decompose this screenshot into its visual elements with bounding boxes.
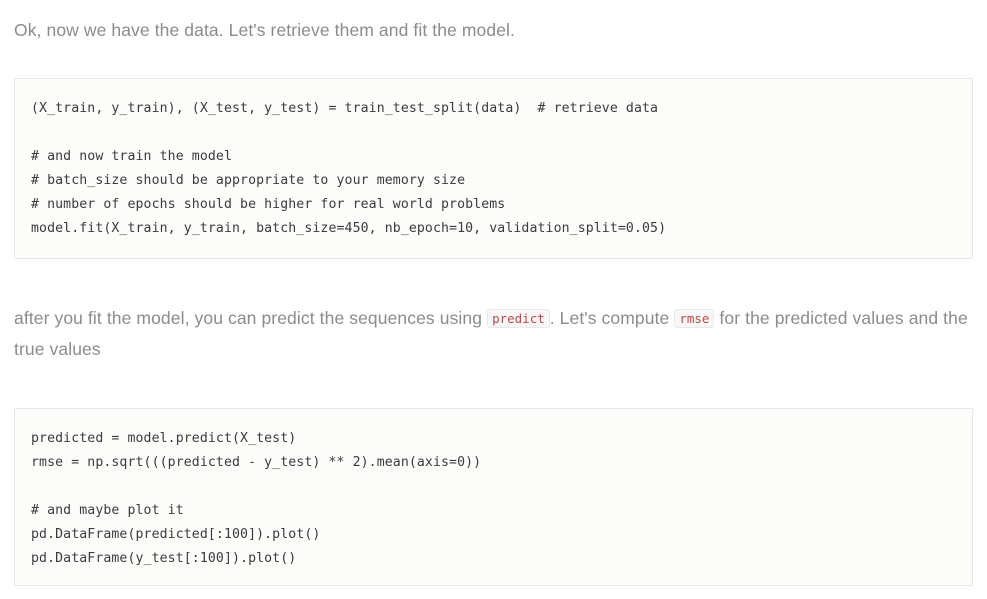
code-block-predict: predicted = model.predict(X_test)rmse = …: [14, 408, 973, 586]
code-line: (X_train, y_train), (X_test, y_test) = t…: [31, 101, 659, 116]
code-line: # batch_size should be appropriate to yo…: [31, 173, 466, 188]
code-line-blank: [31, 475, 956, 499]
code-block-predict-content: predicted = model.predict(X_test)rmse = …: [31, 427, 956, 571]
code-block-train-content: (X_train, y_train), (X_test, y_test) = t…: [31, 97, 956, 241]
code-line: # number of epochs should be higher for …: [31, 197, 506, 212]
code-line: pd.DataFrame(y_test[:100]).plot(): [31, 551, 297, 566]
code-line: rmse = np.sqrt(((predicted - y_test) ** …: [31, 455, 482, 470]
code-line: predicted = model.predict(X_test): [31, 431, 297, 446]
predict-paragraph-part-2: . Let's compute: [549, 308, 670, 328]
predict-paragraph: after you fit the model, you can predict…: [14, 303, 985, 365]
code-line: # and maybe plot it: [31, 503, 184, 518]
code-line-blank: [31, 121, 956, 145]
inline-code-predict: predict: [487, 309, 550, 328]
code-line: model.fit(X_train, y_train, batch_size=4…: [31, 221, 667, 236]
code-line: # and now train the model: [31, 149, 232, 164]
code-block-train: (X_train, y_train), (X_test, y_test) = t…: [14, 78, 973, 259]
predict-paragraph-part-1: after you fit the model, you can predict…: [14, 308, 483, 328]
intro-paragraph: Ok, now we have the data. Let's retrieve…: [14, 20, 515, 40]
code-line: pd.DataFrame(predicted[:100]).plot(): [31, 527, 321, 542]
inline-code-rmse: rmse: [674, 309, 715, 328]
predict-paragraph-part-3: for the predicted values and the true va…: [14, 308, 968, 359]
